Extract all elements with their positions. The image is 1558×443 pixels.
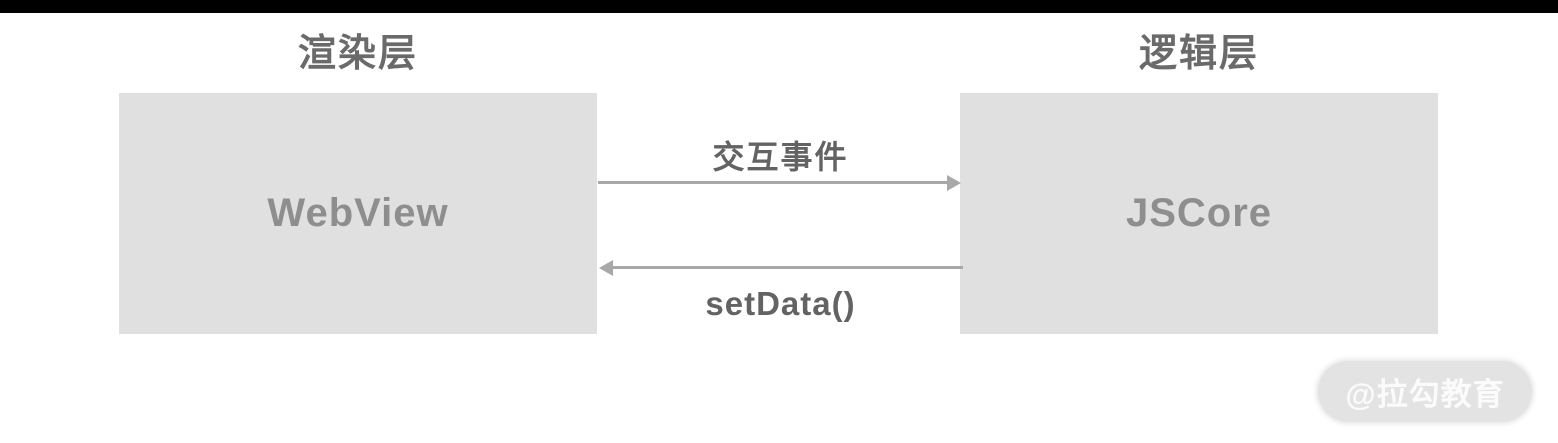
arrowhead-left-icon	[599, 259, 613, 276]
arrowhead-right-icon	[947, 174, 961, 191]
webview-box-label: WebView	[267, 191, 449, 235]
top-black-bar	[0, 0, 1558, 13]
forward-arrow-label: 交互事件	[712, 139, 849, 175]
backward-arrow	[599, 259, 963, 276]
jscore-box: JSCore	[960, 93, 1438, 334]
backward-arrow-label: setData()	[705, 285, 856, 322]
logic-layer-title: 逻辑层	[1138, 33, 1259, 75]
watermark-text: @拉勾教育	[1345, 377, 1505, 412]
renderer-layer-title: 渲染层	[297, 33, 418, 75]
watermark-badge: @拉勾教育	[1318, 361, 1532, 422]
forward-arrow	[598, 174, 961, 191]
jscore-box-label: JSCore	[1125, 191, 1273, 235]
webview-box: WebView	[119, 93, 597, 334]
